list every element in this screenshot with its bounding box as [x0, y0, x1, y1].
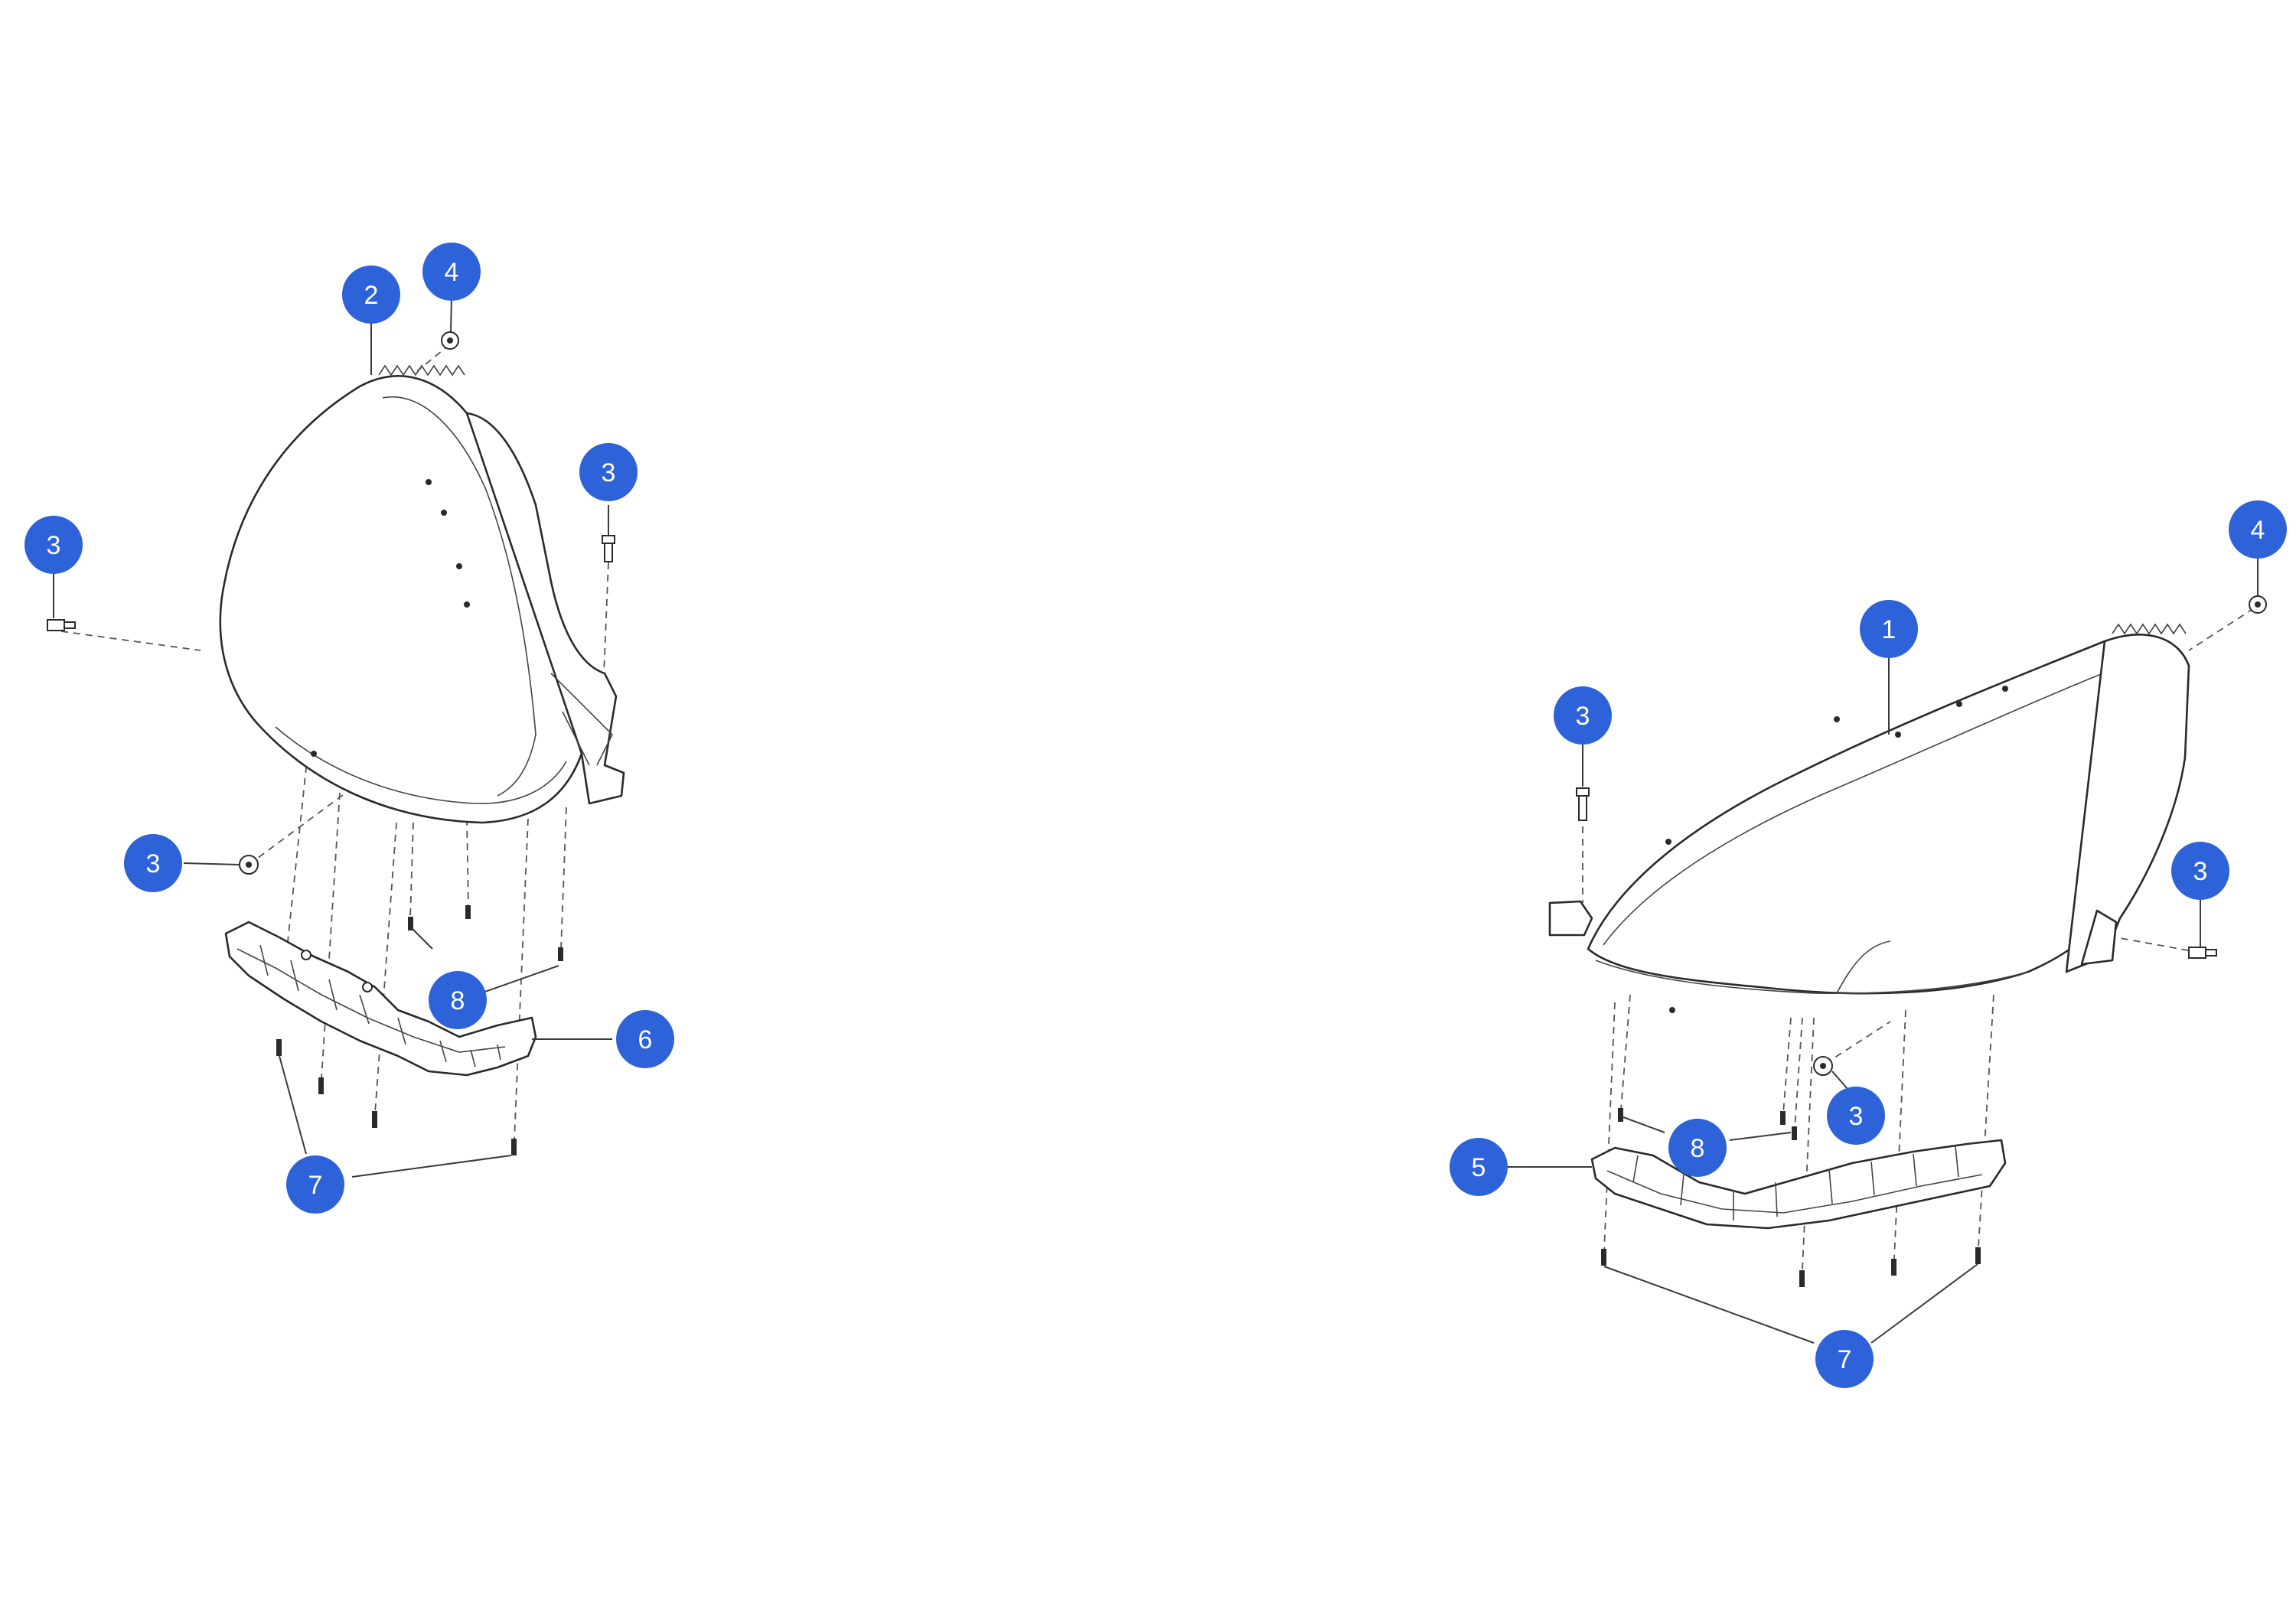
left-bolt-3b	[602, 535, 615, 562]
callout-3-c-left-3c: 3	[124, 834, 182, 892]
left-headlamp-body	[219, 364, 625, 824]
right-screw-7b	[1799, 1270, 1805, 1287]
callout-number: 8	[451, 986, 465, 1015]
callout-layer: 2 4 3 3 3 8 6 7 1 4 3 3 3 8 5 7	[24, 243, 2287, 1388]
left-bolt-3a	[47, 619, 76, 631]
callout-badge	[124, 834, 182, 892]
callout-badge	[616, 1010, 674, 1068]
left-screw-8c	[558, 947, 563, 961]
callout-3-c-left-3a: 3	[24, 516, 83, 574]
right-headlamp-body	[1548, 623, 2190, 1013]
callout-badge	[579, 443, 638, 501]
left-screw-7c	[372, 1111, 377, 1128]
right-bolt-3b	[2188, 947, 2217, 959]
callout-badge	[429, 971, 487, 1029]
right-leader-lines	[1502, 559, 2258, 1344]
right-nut-4	[2249, 595, 2267, 614]
callout-badge	[24, 516, 83, 574]
callout-badge	[2171, 842, 2229, 900]
callout-number: 3	[2193, 857, 2208, 886]
callout-number: 8	[1691, 1134, 1705, 1163]
callout-3-c-right-3b: 3	[2171, 842, 2229, 900]
callout-badge	[1860, 600, 1918, 658]
callout-1-c-right-1: 1	[1860, 600, 1918, 658]
callout-number: 4	[445, 258, 459, 287]
right-screw-8a	[1618, 1108, 1623, 1122]
left-mounting-bracket	[224, 921, 537, 1077]
callout-6-c-left-6: 6	[616, 1010, 674, 1068]
callout-3-c-right-3c: 3	[1827, 1087, 1885, 1145]
right-mounting-bracket	[1590, 1139, 2007, 1230]
callout-4-c-left-4: 4	[422, 243, 481, 301]
callout-8-c-left-8: 8	[429, 971, 487, 1029]
left-nut-4	[441, 331, 459, 350]
callout-3-c-left-3b: 3	[579, 443, 638, 501]
right-screw-7a	[1601, 1249, 1606, 1266]
callout-3-c-right-3a: 3	[1554, 686, 1612, 745]
callout-5-c-right-5: 5	[1450, 1138, 1508, 1196]
callout-number: 3	[146, 849, 161, 878]
right-screw-8b	[1780, 1111, 1786, 1125]
callout-badge	[1827, 1087, 1885, 1145]
right-fasteners	[1576, 595, 2267, 1287]
callout-number: 7	[1838, 1345, 1852, 1374]
left-screw-8a	[408, 917, 413, 930]
callout-number: 3	[1576, 702, 1590, 731]
left-screw-7d	[511, 1139, 517, 1155]
callout-4-c-right-4: 4	[2229, 500, 2287, 559]
left-headlamp-assembly	[47, 298, 625, 1178]
callout-2-c-left-2: 2	[342, 266, 400, 324]
callout-number: 3	[47, 531, 61, 560]
callout-badge	[1450, 1138, 1508, 1196]
callout-badge	[1815, 1330, 1874, 1388]
left-leader-lines	[53, 298, 612, 1178]
callout-7-c-right-7: 7	[1815, 1330, 1874, 1388]
callout-7-c-left-7: 7	[286, 1155, 344, 1214]
callout-8-c-right-8: 8	[1668, 1119, 1727, 1177]
callout-badge	[422, 243, 481, 301]
callout-badge	[286, 1155, 344, 1214]
right-headlamp-assembly	[1502, 559, 2267, 1344]
right-screw-8c	[1792, 1126, 1797, 1140]
callout-badge	[1554, 686, 1612, 745]
right-nut-3c	[1813, 1056, 1833, 1076]
callout-badge	[1668, 1119, 1727, 1177]
callout-badge	[342, 266, 400, 324]
right-screw-7d	[1975, 1247, 1981, 1264]
left-fasteners	[47, 331, 615, 1155]
callout-number: 1	[1882, 615, 1896, 644]
callout-number: 6	[638, 1025, 653, 1054]
callout-number: 2	[364, 281, 379, 310]
left-screw-7b	[318, 1077, 324, 1094]
right-assembly-dashed-lines	[1582, 608, 2255, 1271]
callout-number: 7	[308, 1171, 323, 1200]
callout-badge	[2229, 500, 2287, 559]
right-screw-7c	[1891, 1259, 1896, 1276]
callout-number: 5	[1472, 1153, 1486, 1182]
right-bolt-3a	[1576, 787, 1590, 821]
callout-number: 3	[1849, 1102, 1864, 1131]
left-screw-7a	[276, 1039, 282, 1056]
left-nut-3c	[239, 855, 259, 875]
callout-number: 4	[2251, 516, 2265, 545]
callout-number: 3	[602, 458, 616, 487]
left-screw-8b	[465, 905, 471, 919]
